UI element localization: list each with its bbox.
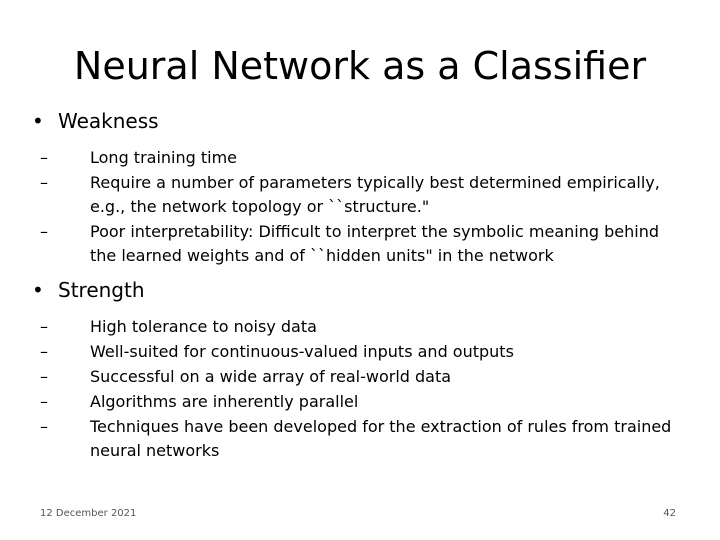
list-item-text: High tolerance to noisy data bbox=[90, 315, 670, 339]
footer-date: 12 December 2021 bbox=[40, 508, 137, 519]
list-item: – Poor interpretability: Difficult to in… bbox=[40, 220, 700, 268]
list-item-text: Long training time bbox=[90, 146, 670, 170]
list-item-text: Successful on a wide array of real-world… bbox=[90, 365, 670, 389]
dash-icon: – bbox=[40, 342, 48, 361]
list-item-line: Well-suited for continuous-valued inputs… bbox=[90, 342, 514, 361]
list-item-line: Algorithms are inherently parallel bbox=[90, 392, 359, 411]
list-item-line: e.g., the network topology or ``structur… bbox=[90, 197, 430, 216]
list-item: – High tolerance to noisy data bbox=[40, 315, 700, 339]
dash-icon: – bbox=[40, 367, 48, 386]
dash-icon: – bbox=[40, 417, 48, 436]
list-item-text: Algorithms are inherently parallel bbox=[90, 390, 670, 414]
list-item-line: Long training time bbox=[90, 148, 238, 167]
list-item: – Require a number of parameters typical… bbox=[40, 171, 700, 219]
weakness-section: • Weakness – Long training time – Requir… bbox=[32, 108, 692, 269]
list-item-text: Poor interpretability: Difficult to inte… bbox=[90, 220, 670, 268]
strength-section: • Strength – High tolerance to noisy dat… bbox=[32, 277, 692, 464]
strength-heading: Strength bbox=[58, 278, 145, 302]
list-item: – Successful on a wide array of real-wor… bbox=[40, 365, 700, 389]
bullet-icon: • bbox=[32, 109, 44, 133]
list-item-line: Require a number of parameters typically… bbox=[90, 173, 660, 192]
list-item: – Well-suited for continuous-valued inpu… bbox=[40, 340, 700, 364]
dash-icon: – bbox=[40, 173, 48, 192]
dash-icon: – bbox=[40, 148, 48, 167]
list-item-line: neural networks bbox=[90, 441, 220, 460]
page-number: 42 bbox=[663, 508, 676, 519]
dash-icon: – bbox=[40, 392, 48, 411]
weakness-heading: Weakness bbox=[58, 109, 159, 133]
slide-title: Neural Network as a Classifier bbox=[73, 44, 647, 88]
list-item-line: the learned weights and of ``hidden unit… bbox=[90, 246, 554, 265]
strength-list: – High tolerance to noisy data – Well-su… bbox=[40, 315, 700, 463]
list-item: – Long training time bbox=[40, 146, 700, 170]
dash-icon: – bbox=[40, 317, 48, 336]
weakness-list: – Long training time – Require a number … bbox=[40, 146, 700, 268]
list-item: – Techniques have been developed for the… bbox=[40, 415, 700, 463]
list-item-text: Well-suited for continuous-valued inputs… bbox=[90, 340, 670, 364]
list-item-line: Techniques have been developed for the e… bbox=[90, 417, 672, 436]
bullet-icon: • bbox=[32, 278, 44, 302]
weakness-bullet: • Weakness bbox=[32, 108, 692, 134]
list-item-line: Successful on a wide array of real-world… bbox=[90, 367, 452, 386]
list-item-line: Poor interpretability: Difficult to inte… bbox=[90, 222, 659, 241]
list-item-text: Techniques have been developed for the e… bbox=[90, 415, 672, 463]
list-item: – Algorithms are inherently parallel bbox=[40, 390, 700, 414]
dash-icon: – bbox=[40, 222, 48, 241]
list-item-text: Require a number of parameters typically… bbox=[90, 171, 670, 219]
list-item-line: High tolerance to noisy data bbox=[90, 317, 317, 336]
strength-bullet: • Strength bbox=[32, 277, 692, 303]
